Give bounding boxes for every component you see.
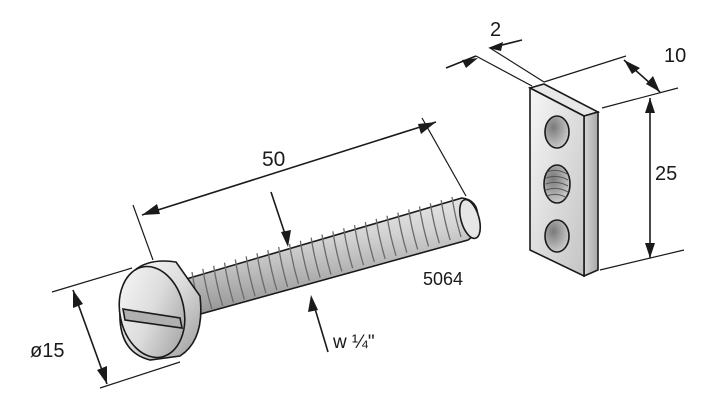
label-part-number: 5064 bbox=[423, 269, 463, 289]
thread-ridge bbox=[429, 203, 440, 244]
thread-ridge bbox=[267, 250, 278, 291]
thread-ridge bbox=[310, 237, 321, 278]
thread-ridge bbox=[234, 259, 245, 300]
thread-ridge bbox=[440, 200, 451, 241]
label-thread: w ¼" bbox=[332, 332, 375, 353]
plate-hole-thread-lines bbox=[545, 169, 569, 199]
thread-ridge bbox=[386, 215, 397, 256]
thread-ridge bbox=[288, 243, 300, 285]
plate-hole-top bbox=[544, 115, 570, 149]
bolt bbox=[118, 196, 482, 361]
thread-ridge bbox=[202, 268, 213, 310]
dimension-plate-width bbox=[543, 55, 679, 109]
thread-ridge bbox=[332, 231, 343, 272]
plate-hole-threaded bbox=[543, 164, 571, 204]
thread-ridge bbox=[343, 228, 354, 269]
dimension-plate-height bbox=[599, 98, 685, 271]
plate bbox=[527, 83, 601, 278]
thread-ridge bbox=[223, 262, 235, 303]
thread-ridge bbox=[245, 256, 256, 297]
bolt-head-face bbox=[118, 265, 186, 359]
thread-ridge bbox=[321, 234, 332, 275]
plate-hole-bottom bbox=[544, 219, 570, 253]
thread-ridge bbox=[451, 196, 462, 238]
thread-ridge bbox=[256, 253, 267, 294]
label-plate-width: 10 bbox=[664, 45, 686, 67]
dimension-bolt-length bbox=[132, 117, 467, 261]
label-plate-thickness: 2 bbox=[490, 19, 501, 41]
dimension-head-diameter bbox=[51, 267, 181, 389]
thread-ridge bbox=[364, 221, 375, 263]
label-bolt-length: 50 bbox=[262, 148, 285, 171]
thread-ridge bbox=[397, 212, 408, 253]
thread-arrow-top bbox=[270, 191, 291, 247]
bolt-head-slot bbox=[122, 308, 184, 329]
thread-ridge bbox=[213, 265, 224, 306]
plate-side bbox=[583, 110, 599, 278]
thread-ridge bbox=[278, 246, 289, 288]
label-head-diameter: ø15 bbox=[30, 340, 64, 362]
bolt-tip bbox=[458, 198, 482, 240]
thread-ridge bbox=[299, 240, 310, 281]
thread-ridge bbox=[353, 225, 365, 266]
thread-ridge bbox=[375, 218, 386, 260]
thread-ridge bbox=[418, 206, 430, 247]
label-plate-height: 25 bbox=[655, 163, 677, 185]
dimension-plate-thickness bbox=[445, 39, 545, 87]
thread-ridge bbox=[408, 209, 419, 250]
thread-ridges bbox=[191, 196, 462, 313]
thread-arrow-bottom bbox=[308, 295, 329, 353]
